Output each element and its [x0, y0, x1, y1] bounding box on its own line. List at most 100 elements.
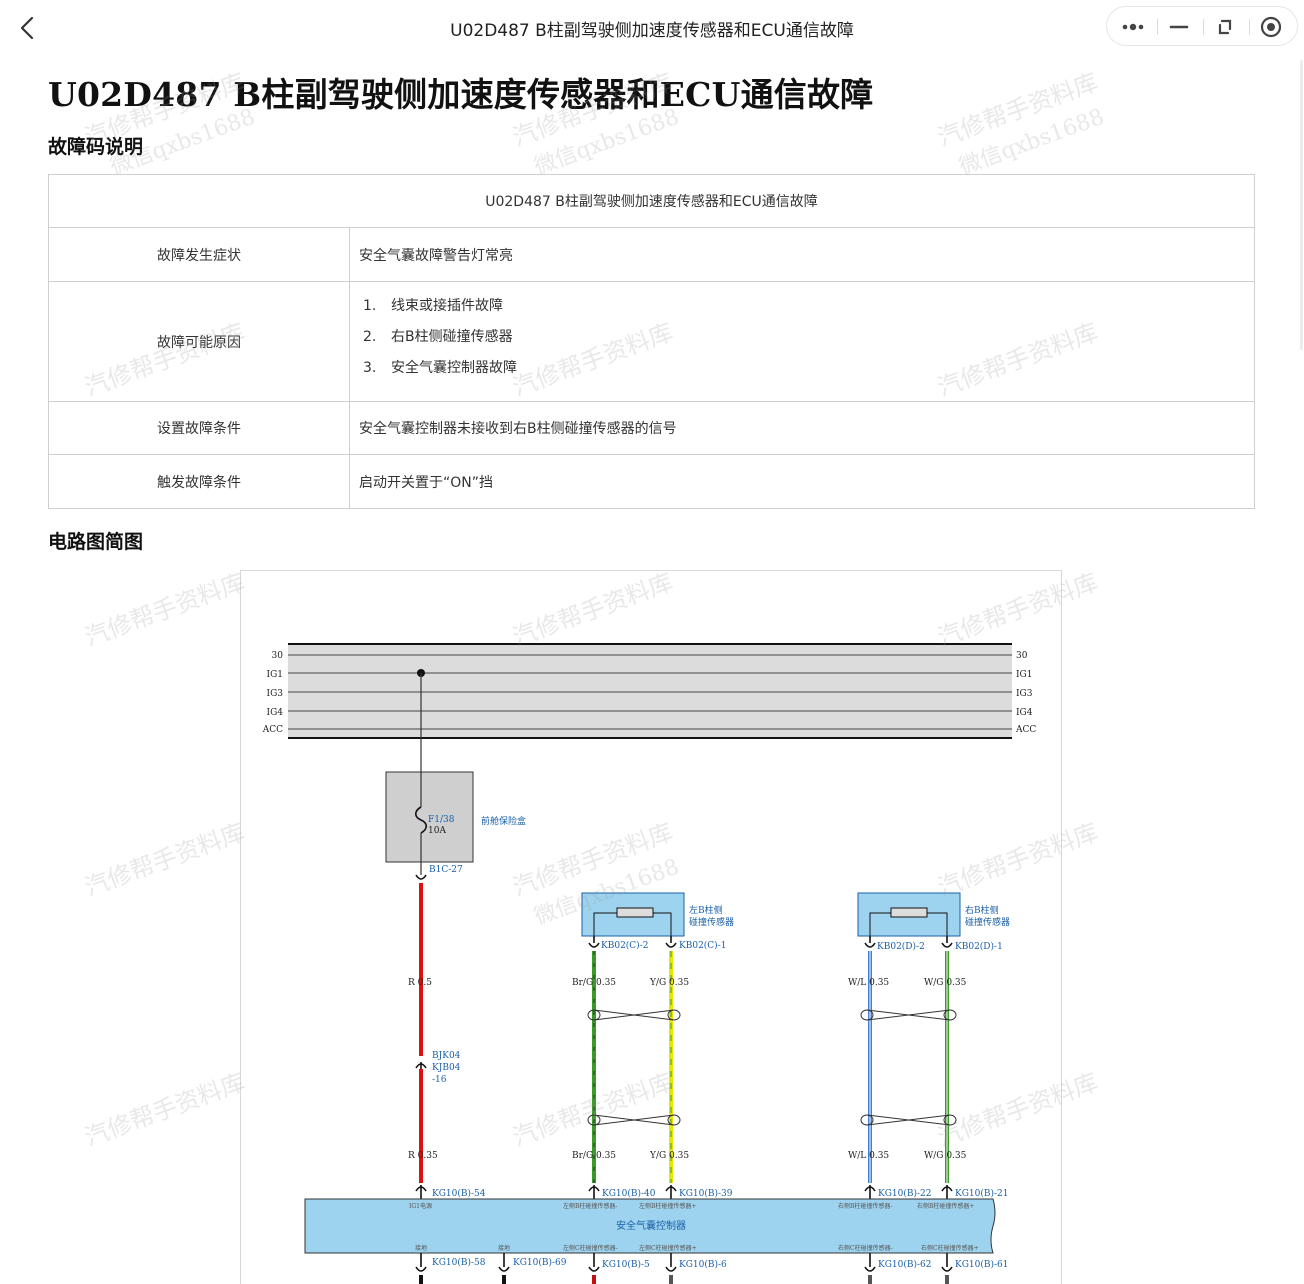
connector-label: KB02(C)-1 [679, 940, 726, 951]
wire-label: Y/G 0.35 [649, 1151, 689, 1161]
connector-label: KG10(B)-54 [432, 1188, 486, 1199]
rail-label-right: IG4 [1016, 708, 1033, 718]
wire-label: Br/G 0.35 [572, 1151, 616, 1161]
separator [1203, 19, 1204, 35]
twisted-pair-marker [593, 1114, 675, 1126]
list-item: 2. 右B柱侧碰撞传感器 [363, 327, 1254, 358]
minimize-icon [1169, 25, 1189, 29]
controller-pin-desc: 右侧B柱碰撞传感器+ [917, 1202, 974, 1210]
connector-symbol [415, 874, 427, 880]
wire-label: R 0.5 [408, 978, 432, 988]
wire-label: W/G 0.35 [924, 1151, 967, 1161]
row-label: 触发故障条件 [48, 454, 350, 509]
table-row: 故障可能原因 1.线束或接插件故障 2.右B柱侧碰撞传感器 3.安全气囊控制器故… [48, 281, 1255, 402]
controller-pin-desc: 右侧C柱碰撞传感器- [838, 1244, 893, 1252]
wire-label: R 0.35 [408, 1151, 438, 1161]
restore-window-icon [1218, 19, 1232, 35]
rail-label-left: IG3 [267, 689, 284, 699]
list-text: 安全气囊控制器故障 [391, 360, 517, 376]
connector-label: KG10(B)-22 [878, 1188, 932, 1199]
controller-pin-desc: 左侧C柱碰撞传感器+ [639, 1244, 697, 1252]
controller-name: 安全气囊控制器 [616, 1219, 686, 1232]
list-item: 3. 安全气囊控制器故障 [363, 358, 1254, 389]
list-text: 线束或接插件故障 [391, 298, 503, 314]
connector-label: KB02(C)-2 [601, 940, 648, 951]
list-text: 右B柱侧碰撞传感器 [391, 329, 513, 345]
rail-label-right: IG3 [1016, 689, 1033, 699]
sensor-element [890, 907, 928, 918]
cause-list: 1. 线束或接插件故障 2. 右B柱侧碰撞传感器 3. 安全气囊控制器故障 [359, 282, 1254, 401]
table-row: 设置故障条件 安全气囊控制器未接收到右B柱侧碰撞传感器的信号 [48, 401, 1255, 455]
connector-symbol [864, 942, 876, 948]
scrollbar[interactable] [1300, 60, 1303, 350]
section-title-circuit: 电路图简图 [48, 531, 144, 553]
rail-label-left: 30 [272, 651, 284, 661]
close-button[interactable] [1257, 13, 1285, 41]
back-button[interactable] [14, 14, 42, 42]
watermark: 微信qxbs1688 [956, 104, 1108, 181]
controller-pin-desc: 左侧C柱碰撞传感器- [563, 1244, 618, 1252]
controller-pin-desc: IG1电源 [409, 1202, 432, 1210]
rail-label-right: 30 [1016, 651, 1028, 661]
separator [1157, 19, 1158, 35]
rail-label-left: IG1 [267, 670, 283, 680]
connector-symbol [588, 1266, 600, 1272]
connector-label: KG10(B)-6 [679, 1259, 727, 1270]
connector-label: B1C-27 [429, 865, 463, 875]
sensor-internal [593, 912, 672, 936]
window-title: U02D487 B柱副驾驶侧加速度传感器和ECU通信故障 [450, 21, 854, 41]
sensor-element [616, 907, 654, 918]
row-value: 启动开关置于“ON”挡 [349, 454, 1255, 509]
table-header: U02D487 B柱副驾驶侧加速度传感器和ECU通信故障 [48, 174, 1255, 228]
watermark: 汽修帮手资料库 [81, 817, 249, 902]
twisted-pair-marker [866, 1009, 951, 1021]
splice-label: -16 [432, 1075, 447, 1085]
row-label: 设置故障条件 [48, 401, 350, 455]
connector-symbol [941, 942, 953, 948]
table-row: U02D487 B柱副驾驶侧加速度传感器和ECU通信故障 [48, 174, 1255, 228]
chevron-left-icon [20, 16, 34, 40]
record-close-icon [1260, 16, 1282, 38]
row-value: 1. 线束或接插件故障 2. 右B柱侧碰撞传感器 3. 安全气囊控制器故障 [349, 281, 1255, 402]
rail-label-right: IG1 [1016, 670, 1032, 680]
minimize-button[interactable] [1165, 13, 1193, 41]
list-number: 3. [363, 360, 377, 376]
airbag-controller [304, 1198, 996, 1254]
list-number: 2. [363, 329, 377, 345]
table-row: 触发故障条件 启动开关置于“ON”挡 [48, 454, 1255, 509]
list-item: 1. 线束或接插件故障 [363, 296, 1254, 327]
row-label: 故障发生症状 [48, 227, 350, 282]
sensor-name: 左B柱侧 [689, 904, 723, 916]
controller-pin-desc: 左侧B柱碰撞传感器- [563, 1202, 617, 1210]
connector-label: KB02(D)-1 [955, 941, 1003, 952]
connector-label: KG10(B)-61 [955, 1259, 1009, 1270]
restore-button[interactable] [1211, 13, 1239, 41]
rail-label-left: ACC [262, 725, 283, 735]
connector-label: KG10(B)-69 [513, 1257, 567, 1268]
twisted-pair-marker [866, 1114, 951, 1126]
sensor-internal [869, 912, 948, 936]
section-title-fault-code: 故障码说明 [48, 136, 144, 158]
list-number: 1. [363, 298, 377, 314]
splice-label: BJK04 [432, 1051, 461, 1061]
fuse-id: F1/38 [428, 815, 455, 825]
connector-symbol [665, 942, 677, 948]
sensor-name: 右B柱侧 [965, 904, 999, 916]
more-dots-icon [1122, 23, 1144, 31]
window-controls [1106, 6, 1298, 46]
wire-label: W/L 0.35 [848, 978, 889, 988]
controller-pin-desc: 左侧B柱碰撞传感器+ [639, 1202, 696, 1210]
connector-symbol [864, 1266, 876, 1272]
title-bar: U02D487 B柱副驾驶侧加速度传感器和ECU通信故障 [0, 0, 1304, 56]
circuit-diagram[interactable]: 30 IG1 IG3 IG4 ACC 30 IG1 IG3 IG4 ACC F1… [240, 570, 1062, 1284]
fuse-box [385, 771, 474, 863]
twisted-pair-marker [593, 1009, 675, 1021]
fuse-box-name: 前舱保险盒 [481, 815, 526, 827]
connector-label: KG10(B)-39 [679, 1188, 733, 1199]
table-row: 故障发生症状 安全气囊故障警告灯常亮 [48, 227, 1255, 282]
wire-label: W/G 0.35 [924, 978, 967, 988]
fuse-rating: 10A [428, 826, 446, 836]
connector-label: KG10(B)-5 [602, 1259, 650, 1270]
more-button[interactable] [1119, 13, 1147, 41]
fault-table: U02D487 B柱副驾驶侧加速度传感器和ECU通信故障 故障发生症状 安全气囊… [48, 174, 1255, 509]
